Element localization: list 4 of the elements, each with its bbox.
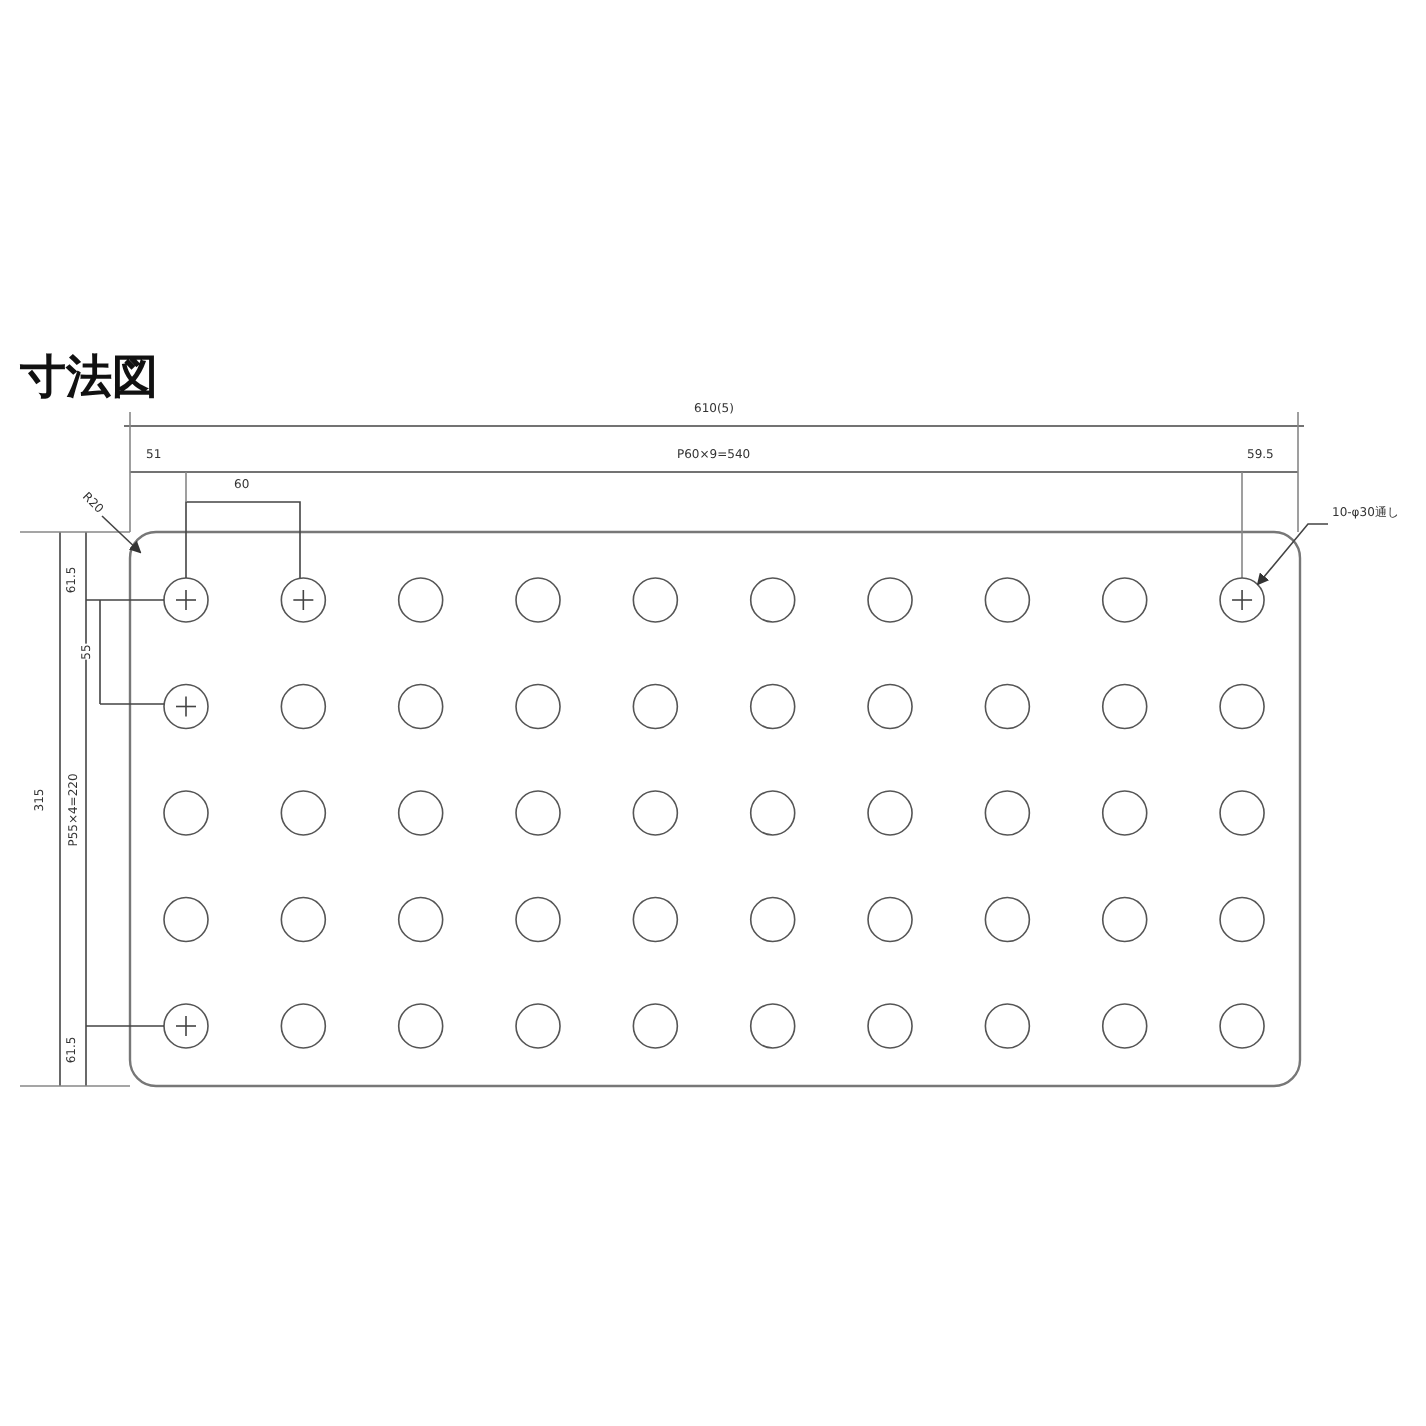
leader-line bbox=[101, 515, 142, 554]
leader-line bbox=[1256, 523, 1329, 586]
hole-circle bbox=[1219, 577, 1265, 623]
title: 寸法図 bbox=[20, 350, 158, 408]
